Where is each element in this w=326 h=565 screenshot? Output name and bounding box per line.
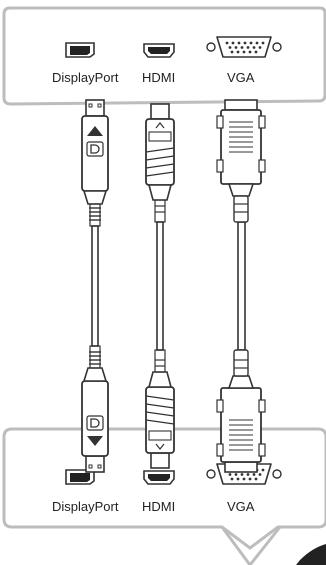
vga-label: VGA xyxy=(227,70,255,85)
hdmi-label: HDMI xyxy=(142,70,176,85)
displayport-cable xyxy=(81,99,109,473)
hdmi-cable xyxy=(145,103,175,469)
displayport-port-icon xyxy=(65,42,95,58)
displayport-label: DisplayPort xyxy=(52,70,119,85)
hdmi-port-icon xyxy=(143,470,175,485)
cable-corner-decoration xyxy=(296,544,326,565)
displayport-label: DisplayPort xyxy=(52,499,119,514)
vga-label: VGA xyxy=(227,499,255,514)
hdmi-label: HDMI xyxy=(142,499,176,514)
vga-cable xyxy=(216,99,266,473)
top-port-panel xyxy=(2,6,326,106)
hdmi-port-icon xyxy=(143,43,175,58)
